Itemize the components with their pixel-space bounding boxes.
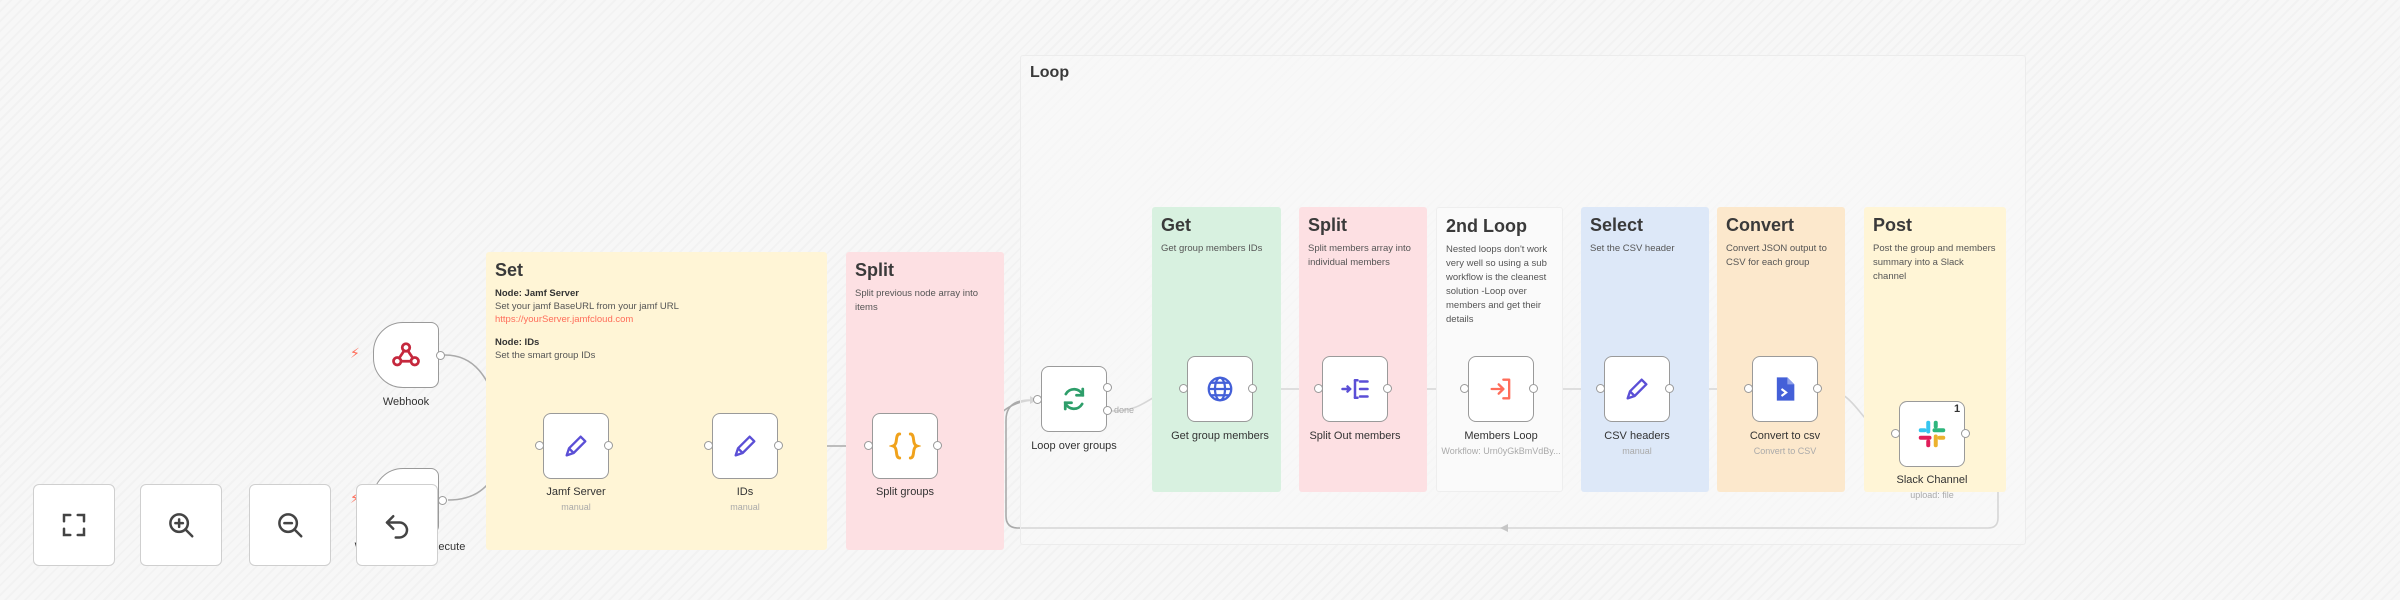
sub-loop-done: done xyxy=(1113,405,1134,415)
sticky-split-members-title: Split xyxy=(1308,215,1347,235)
port-convert-out[interactable] xyxy=(1813,384,1822,393)
port-members-loop-out[interactable] xyxy=(1529,384,1538,393)
sticky-split-title: Split xyxy=(855,260,894,280)
sub-jamf-server: manual xyxy=(561,502,591,512)
undo-icon xyxy=(385,515,409,539)
sub-ids: manual xyxy=(730,502,760,512)
zoom-out-icon xyxy=(278,513,303,538)
node-get-group-members[interactable] xyxy=(1187,356,1253,422)
node-ids[interactable] xyxy=(712,413,778,479)
sticky-set-text-jamf: Set your jamf BaseURL from your jamf URL xyxy=(495,301,679,312)
sticky-convert-title: Convert xyxy=(1726,215,1795,235)
sticky-select-body: Set the CSV header xyxy=(1590,243,1675,254)
zoom-in-button[interactable] xyxy=(140,484,222,566)
sub-slack-channel: upload: file xyxy=(1910,490,1954,500)
sticky-select-title: Select xyxy=(1590,215,1644,235)
sticky-set-text-ids: Set the smart group IDs xyxy=(495,350,596,361)
port-loop-out-loop[interactable] xyxy=(1103,383,1112,392)
label-jamf-server: Jamf Server xyxy=(546,486,606,498)
node-split-out-members[interactable] xyxy=(1322,356,1388,422)
port-webhook-out[interactable] xyxy=(436,351,445,360)
label-convert-to-csv: Convert to csv xyxy=(1749,430,1821,442)
sub-csv-headers: manual xyxy=(1622,446,1652,456)
sync-icon xyxy=(1063,387,1085,411)
badge-slack-items: 1 xyxy=(1954,403,1961,415)
pencil-icon xyxy=(565,435,587,457)
label-ids: IDs xyxy=(736,486,754,498)
port-split-groups-out[interactable] xyxy=(933,441,942,450)
sticky-set-heading-ids: Node: IDs xyxy=(495,337,540,348)
sticky-2nd-loop-body: Nested loops don't work very well so usi… xyxy=(1446,244,1548,325)
sticky-split-body: Split previous node array into items xyxy=(855,288,979,313)
port-loop-out-done[interactable] xyxy=(1103,406,1112,415)
pencil-icon xyxy=(734,435,756,457)
label-csv-headers: CSV headers xyxy=(1604,430,1670,442)
undo-button[interactable] xyxy=(356,484,438,566)
slack-icon xyxy=(1918,420,1946,448)
fit-view-button[interactable] xyxy=(33,484,115,566)
label-webhook: Webhook xyxy=(382,396,430,408)
node-loop-over-groups[interactable] xyxy=(1041,366,1107,432)
label-split-groups: Split groups xyxy=(875,486,935,498)
fit-view-icon xyxy=(62,513,86,537)
sticky-post-title: Post xyxy=(1873,215,1913,235)
sticky-set-heading-jamf: Node: Jamf Server xyxy=(495,288,579,299)
sign-in-icon xyxy=(1490,378,1511,400)
sticky-set-title: Set xyxy=(495,260,524,280)
port-ids-out[interactable] xyxy=(774,441,783,450)
sticky-get-title: Get xyxy=(1161,215,1192,235)
sticky-set-link[interactable]: https://yourServer.jamfcloud.com xyxy=(495,314,634,325)
webhook-icon xyxy=(392,342,420,367)
node-webhook[interactable] xyxy=(373,322,439,388)
sticky-convert-body: Convert JSON output to CSV for each grou… xyxy=(1726,243,1827,268)
port-jamf-out[interactable] xyxy=(604,441,613,450)
globe-icon xyxy=(1207,376,1233,402)
label-split-out-members: Split Out members xyxy=(1309,430,1401,442)
braces-icon xyxy=(889,432,921,460)
sticky-2nd-loop[interactable]: 2nd Loop Nested loops don't work very we… xyxy=(1436,207,1563,492)
trigger-bolt-icon: ⚡ xyxy=(350,490,360,506)
sticky-set[interactable]: Set Node: Jamf Server Set your jamf Base… xyxy=(486,252,827,550)
sticky-get[interactable]: Get Get group members IDs xyxy=(1152,207,1281,492)
port-split-out-out[interactable] xyxy=(1383,384,1392,393)
label-loop-over-groups: Loop over groups xyxy=(1031,440,1117,452)
node-csv-headers[interactable] xyxy=(1604,356,1670,422)
port-csv-headers-out[interactable] xyxy=(1665,384,1674,393)
label-members-loop: Members Loop xyxy=(1464,430,1538,442)
port-exec-out[interactable] xyxy=(438,496,447,505)
trigger-bolt-icon: ⚡ xyxy=(350,345,360,361)
node-slack-channel[interactable] xyxy=(1899,401,1965,467)
node-jamf-server[interactable] xyxy=(543,413,609,479)
sub-convert-to-csv: Convert to CSV xyxy=(1753,446,1817,456)
sticky-post-body: Post the group and members summary into … xyxy=(1873,243,1996,282)
label-slack-channel: Slack Channel xyxy=(1896,474,1968,486)
label-get-group-members: Get group members xyxy=(1171,430,1269,442)
node-members-loop[interactable] xyxy=(1468,356,1534,422)
sticky-split-members[interactable]: Split Split members array into individua… xyxy=(1299,207,1427,492)
file-icon xyxy=(1776,377,1795,401)
zoom-out-button[interactable] xyxy=(249,484,331,566)
sub-members-loop: Workflow: Urn0yGkBmVdBy... xyxy=(1441,446,1561,456)
sticky-select[interactable]: Select Set the CSV header xyxy=(1581,207,1709,492)
split-icon xyxy=(1341,379,1369,399)
sticky-get-body: Get group members IDs xyxy=(1161,243,1263,254)
sticky-split[interactable]: Split Split previous node array into ite… xyxy=(846,252,1004,550)
sticky-split-members-body: Split members array into individual memb… xyxy=(1308,243,1411,268)
sticky-convert[interactable]: Convert Convert JSON output to CSV for e… xyxy=(1717,207,1845,492)
port-slack-out[interactable] xyxy=(1961,429,1970,438)
sticky-2nd-loop-title: 2nd Loop xyxy=(1446,216,1527,236)
node-split-groups[interactable] xyxy=(872,413,938,479)
sticky-loop-title: Loop xyxy=(1030,64,1070,81)
port-get-members-out[interactable] xyxy=(1248,384,1257,393)
pencil-icon xyxy=(1626,378,1648,400)
zoom-in-icon xyxy=(169,513,194,538)
node-convert-to-csv[interactable] xyxy=(1752,356,1818,422)
